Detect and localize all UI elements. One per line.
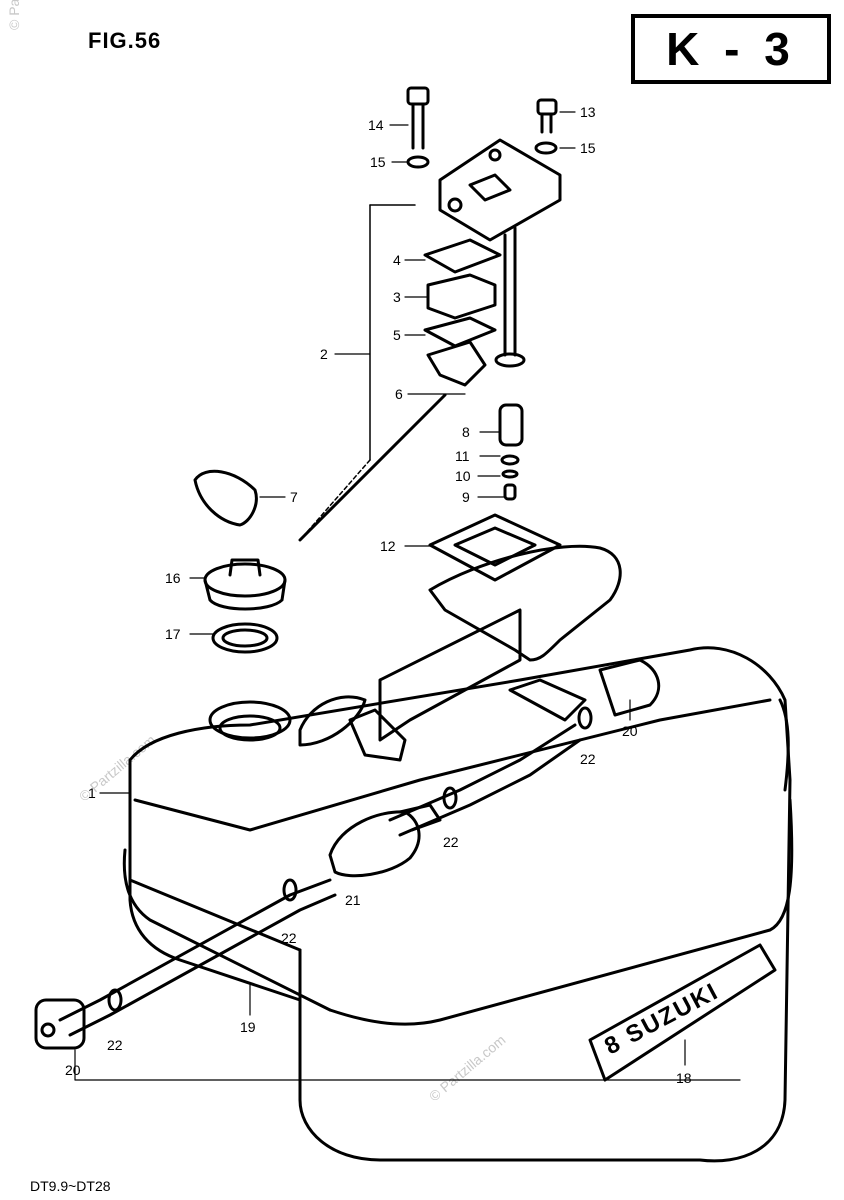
callout-9: 9: [462, 489, 470, 505]
brand-plate-text: 8 SUZUKI: [600, 978, 723, 1061]
filter-8: [498, 403, 524, 447]
fuel-tank: [122, 646, 794, 1163]
callout-22: 22: [281, 930, 297, 946]
washer-11: [500, 454, 520, 466]
callout-4: 4: [393, 252, 401, 268]
callout-12: 12: [380, 538, 396, 554]
screw-9: [503, 483, 517, 501]
float-7: [193, 469, 258, 527]
washer-15-right: [534, 141, 558, 155]
callout-7: 7: [290, 489, 298, 505]
gasket-5: [423, 316, 497, 348]
figure-title: FIG.56: [88, 28, 162, 53]
gauge-part-3: [426, 273, 497, 320]
callout-2: 2: [320, 346, 328, 362]
callout-13: 13: [580, 104, 596, 120]
callout-18: 18: [676, 1070, 692, 1086]
leader-lines: [74, 111, 741, 1081]
gasket-4: [423, 238, 502, 274]
float-rod: [298, 393, 447, 542]
callout-22: 22: [580, 751, 596, 767]
callout-21: 21: [345, 892, 361, 908]
callout-20: 20: [65, 1062, 81, 1078]
callout-5: 5: [393, 327, 401, 343]
model-label: DT9.9~DT28: [30, 1178, 111, 1194]
callout-14: 14: [368, 117, 384, 133]
connector-20-left: [34, 998, 86, 1050]
callout-10: 10: [455, 468, 471, 484]
callout-19: 19: [240, 1019, 256, 1035]
callout-3: 3: [393, 289, 401, 305]
callout-11: 11: [455, 448, 470, 464]
callout-22: 22: [107, 1037, 123, 1053]
filler-neck: [208, 700, 292, 742]
brand-plate-18: 8 SUZUKI: [588, 943, 777, 1082]
callout-22: 22: [443, 834, 459, 850]
gauge-part-6: [426, 340, 487, 387]
washer-15-left: [406, 155, 430, 169]
clips-22: [107, 706, 593, 1012]
callout-1: 1: [88, 785, 96, 801]
bolt-13: [536, 98, 558, 134]
washer-10: [501, 469, 519, 479]
bolt-14: [406, 86, 430, 150]
fuel-hose-19: [58, 723, 582, 1037]
callout-17: 17: [165, 626, 181, 642]
tube-fitting: [494, 352, 526, 368]
connector-20-right: [598, 658, 661, 717]
gasket-17: [211, 622, 279, 654]
gasket-12: [428, 513, 562, 582]
callout-15: 15: [370, 154, 386, 170]
callout-16: 16: [165, 570, 181, 586]
primer-bulb-21: [328, 803, 442, 878]
fuel-cap-16: [203, 558, 287, 611]
callout-20: 20: [622, 723, 638, 739]
callout-8: 8: [462, 424, 470, 440]
gauge-housing: [438, 138, 562, 357]
callout-6: 6: [395, 386, 403, 402]
page-code-box: K - 3: [631, 14, 831, 84]
callouts: 14 15 13 15 4 3 5 2 6 8 11 10 9 7 12 16 …: [65, 104, 692, 1086]
tank-handle: [298, 544, 622, 762]
bracket-2: [299, 204, 416, 541]
callout-15: 15: [580, 140, 596, 156]
